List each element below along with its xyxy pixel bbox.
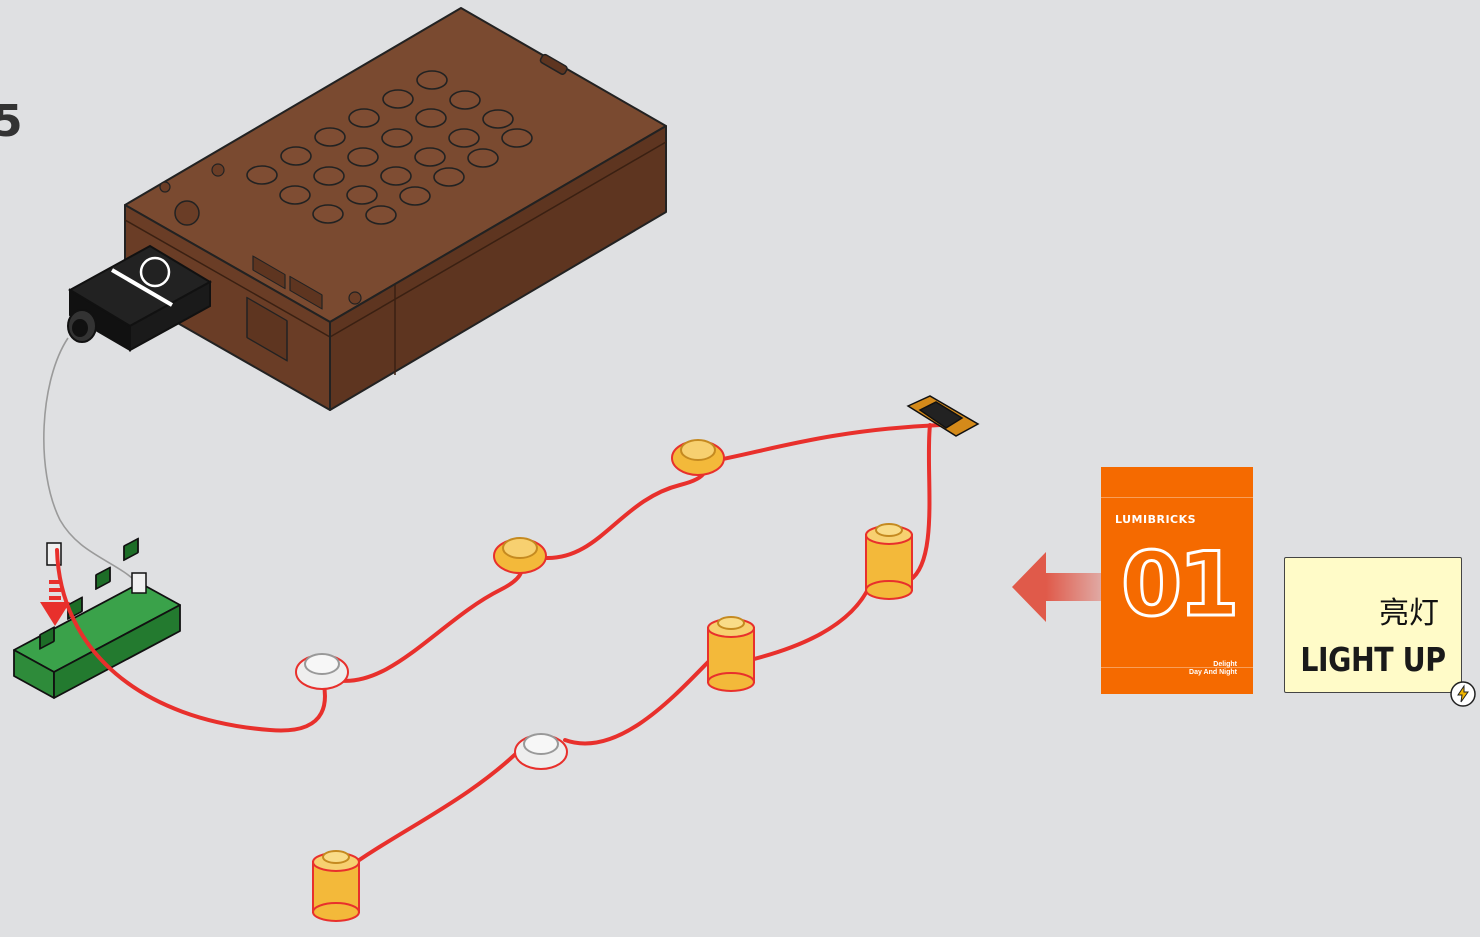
pointer-arrow-icon — [1012, 552, 1102, 622]
flat-light-4 — [515, 734, 567, 769]
kit-brand: LUMIBRICKS — [1115, 513, 1196, 526]
connector-block — [14, 539, 180, 698]
flat-light-2 — [494, 538, 546, 573]
step-number: 5 — [0, 96, 23, 147]
red-wire — [57, 425, 940, 870]
flat-light-3 — [672, 440, 724, 475]
mode-label-english: LIGHT UP — [1297, 640, 1448, 679]
cylinder-light-2 — [708, 617, 754, 691]
flat-light-1 — [296, 654, 348, 689]
mode-label-chinese: 亮灯 — [1379, 588, 1439, 632]
mode-label: 亮灯 LIGHT UP — [1284, 557, 1462, 693]
kit-tagline-1: Delight — [1213, 661, 1237, 668]
kit-tagline-2: Day And Night — [1189, 669, 1237, 676]
switch-module — [908, 396, 978, 436]
kit-number: 01 — [1121, 537, 1235, 633]
lightning-icon — [1449, 680, 1477, 708]
cylinder-light-3 — [313, 851, 359, 921]
card-fold-line — [1101, 497, 1253, 498]
battery-box — [125, 8, 666, 410]
cylinder-light-1 — [866, 524, 912, 599]
kit-card: LUMIBRICKS 01 Delight Day And Night — [1101, 467, 1253, 694]
